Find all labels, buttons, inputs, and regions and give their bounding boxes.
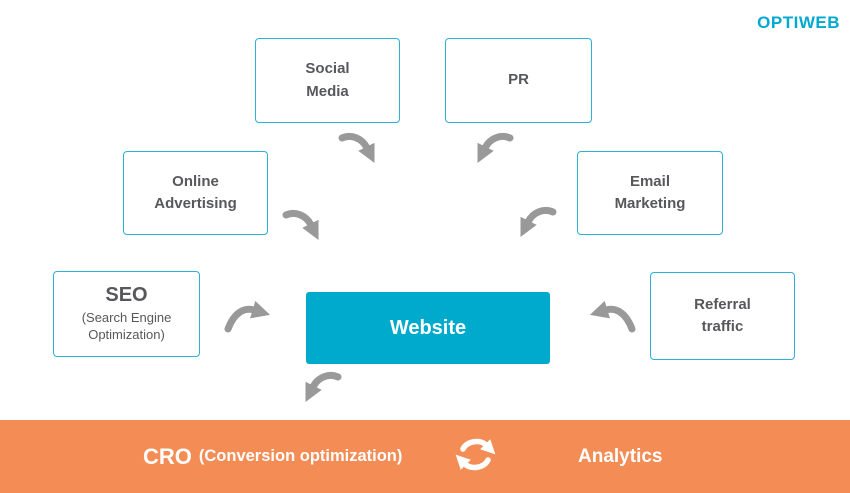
node-pr: PR [445,38,592,123]
cro-label: CRO [143,444,192,469]
seo-subtitle: (Search Engine Optimization) [81,310,172,342]
node-referral-traffic: Referral traffic [650,272,795,360]
sync-arrows-icon [455,438,496,471]
node-social-media: Social Media [255,38,400,123]
arrow-social-media-to-website-icon [338,132,375,164]
cro-sublabel: (Conversion optimization) [198,447,403,465]
node-website: Website [306,292,550,364]
node-seo: SEO (Search Engine Optimization) [53,271,200,357]
bottom-bar: CRO (Conversion optimization) Analytics [0,420,850,493]
arrow-seo-to-website-icon [224,300,271,333]
optiweb-logo: OPTIWEB [757,13,840,32]
arrow-pr-to-website-icon [477,132,514,164]
node-online-advertising: Online Advertising [123,151,268,235]
arrow-website-to-cro-icon [305,371,342,403]
node-email-marketing: Email Marketing [577,151,723,235]
arrow-referral-traffic-to-website-icon [589,300,636,333]
arrow-online-advertising-to-website-icon [282,209,319,241]
seo-title: SEO [105,284,148,307]
analytics-label: Analytics [578,446,663,467]
arrow-email-marketing-to-website-icon [520,206,557,238]
cro-group: CRO (Conversion optimization) [143,420,402,493]
